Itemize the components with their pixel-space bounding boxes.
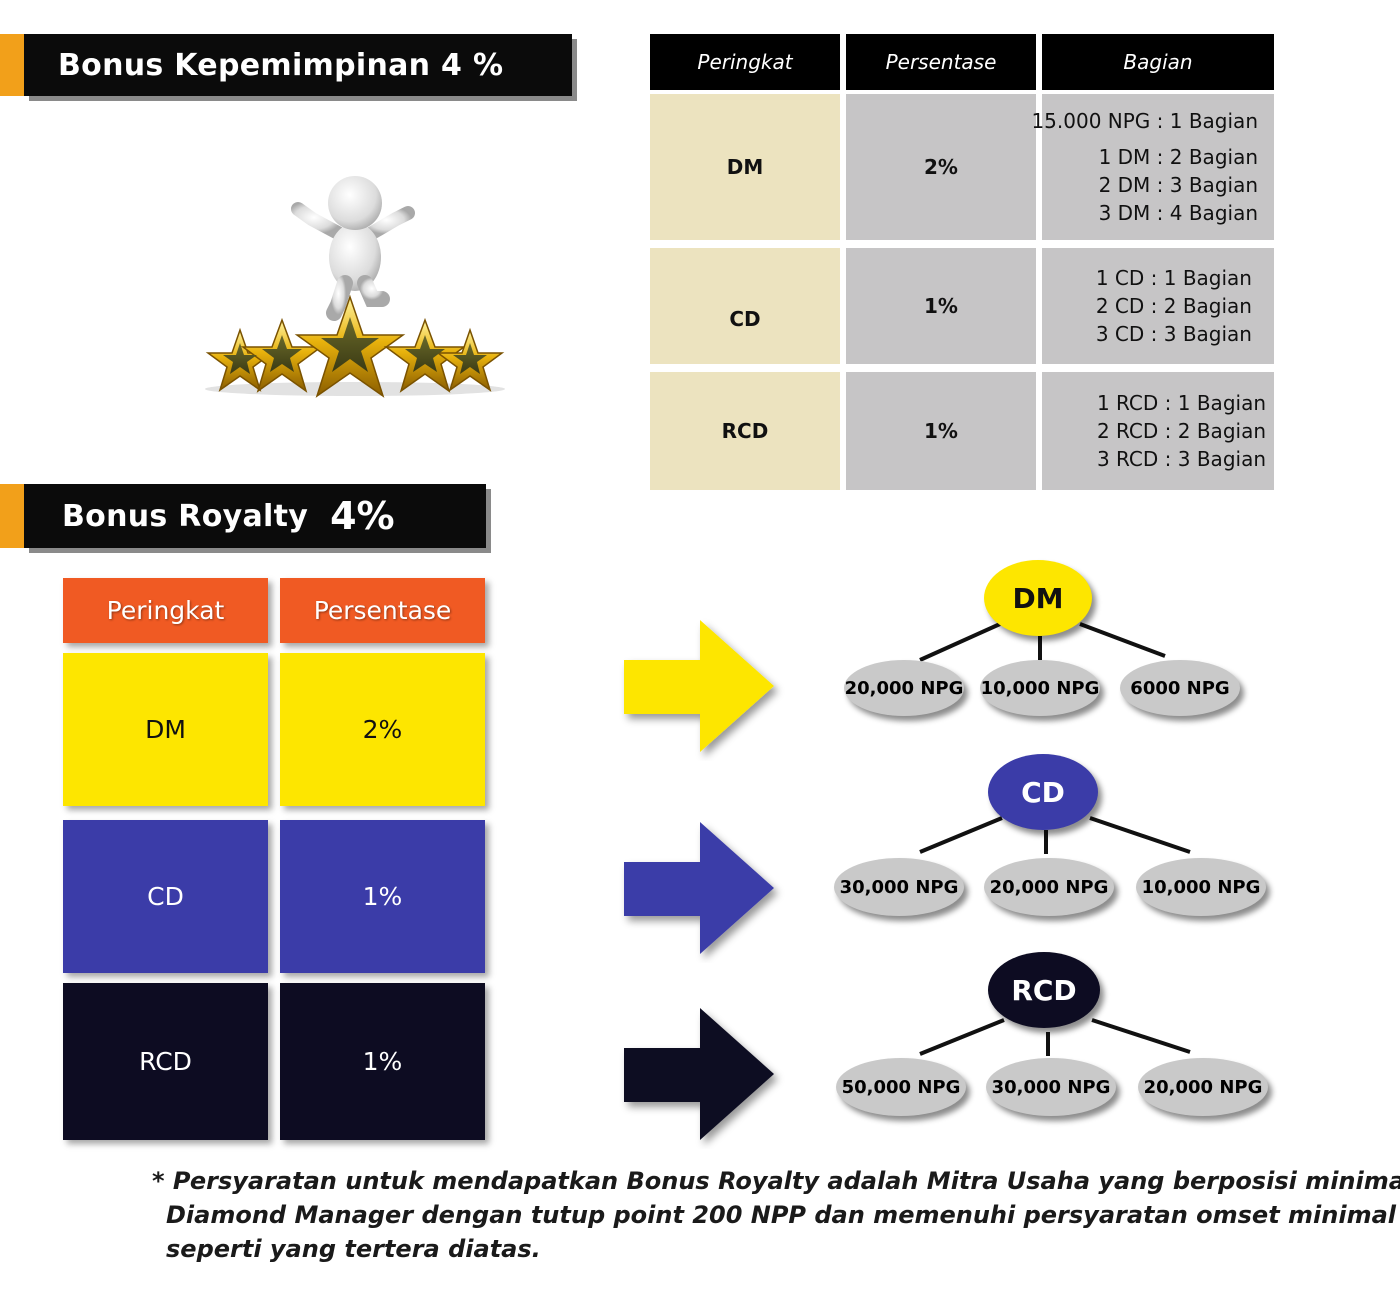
share-line: 2 CD : 2 Bagian <box>1095 294 1252 318</box>
leadership-header-rank: Peringkat <box>650 34 840 90</box>
footnote-line: seperti yang tertera diatas. <box>166 1235 541 1263</box>
share-line: 3 CD : 3 Bagian <box>1095 322 1252 346</box>
royalty-rank-dm: DM <box>63 653 268 806</box>
tree-child-oval: 50,000 NPG <box>836 1058 966 1116</box>
royalty-header-percent: Persentase <box>280 578 485 643</box>
leadership-percent-rcd: 1% <box>846 372 1036 490</box>
share-line: 1 RCD : 1 Bagian <box>1096 391 1266 415</box>
banner-accent-royalty <box>0 484 24 548</box>
share-line: 1 DM : 2 Bagian <box>1098 145 1258 169</box>
royalty-rank-rcd: RCD <box>63 983 268 1140</box>
leadership-shares-cd: 1 CD : 1 Bagian 2 CD : 2 Bagian 3 CD : 3… <box>1042 248 1274 364</box>
royalty-title: Bonus Royalty <box>62 498 309 534</box>
tree-child-oval: 10,000 NPG <box>980 660 1100 716</box>
tree-child-oval: 6000 NPG <box>1120 660 1240 716</box>
share-line: 3 DM : 4 Bagian <box>1098 201 1258 225</box>
royalty-banner: Bonus Royalty 4% <box>24 484 486 548</box>
leadership-title: Bonus Kepemimpinan 4 % <box>58 47 504 83</box>
arrow-right-icon <box>624 1008 774 1140</box>
arrow-right-icon <box>624 620 774 752</box>
tree-child-oval: 30,000 NPG <box>986 1058 1116 1116</box>
share-line: 2 RCD : 2 Bagian <box>1096 419 1266 443</box>
royalty-percent-cd: 1% <box>280 820 485 973</box>
tree-child-oval: 20,000 NPG <box>984 858 1114 916</box>
share-line: 2 DM : 3 Bagian <box>1098 173 1258 197</box>
arrow-right-icon <box>624 822 774 954</box>
royalty-title-value: 4% <box>330 494 395 538</box>
leadership-percent-dm: 2% <box>846 94 1036 240</box>
tree-child-oval: 20,000 NPG <box>1138 1058 1268 1116</box>
tree-root-cd: CD <box>988 754 1098 830</box>
royalty-rank-cd: CD <box>63 820 268 973</box>
banner-accent-leadership <box>0 34 24 96</box>
footnote-line: * Persyaratan untuk mendapatkan Bonus Ro… <box>152 1167 1400 1195</box>
leadership-rank-cd: CD <box>650 248 840 364</box>
tree-root-dm: DM <box>984 560 1092 636</box>
footnote: * Persyaratan untuk mendapatkan Bonus Ro… <box>152 1164 1400 1266</box>
tree-root-rcd: RCD <box>988 952 1100 1028</box>
leadership-shares-dm: 15.000 NPG : 1 Bagian 1 DM : 2 Bagian 2 … <box>1031 94 1274 240</box>
share-line: 15.000 NPG : 1 Bagian <box>1031 109 1258 133</box>
tree-child-oval: 20,000 NPG <box>844 660 964 716</box>
leadership-rank-rcd: RCD <box>650 372 840 490</box>
royalty-percent-dm: 2% <box>280 653 485 806</box>
leadership-rank-dm: DM <box>650 94 840 240</box>
leadership-banner: Bonus Kepemimpinan 4 % <box>24 34 572 96</box>
share-line: 1 CD : 1 Bagian <box>1095 266 1252 290</box>
royalty-percent-rcd: 1% <box>280 983 485 1140</box>
leadership-header-percent: Persentase <box>846 34 1036 90</box>
leadership-percent-cd: 1% <box>846 248 1036 364</box>
tree-child-oval: 10,000 NPG <box>1136 858 1266 916</box>
leadership-header-shares: Bagian <box>1042 34 1274 90</box>
tree-child-oval: 30,000 NPG <box>834 858 964 916</box>
figure-jumping-on-stars-icon <box>205 176 505 398</box>
leadership-shares-rcd: 1 RCD : 1 Bagian 2 RCD : 2 Bagian 3 RCD … <box>1042 372 1274 490</box>
footnote-line: Diamond Manager dengan tutup point 200 N… <box>166 1201 1397 1229</box>
royalty-header-rank: Peringkat <box>63 578 268 643</box>
share-line: 3 RCD : 3 Bagian <box>1096 447 1266 471</box>
